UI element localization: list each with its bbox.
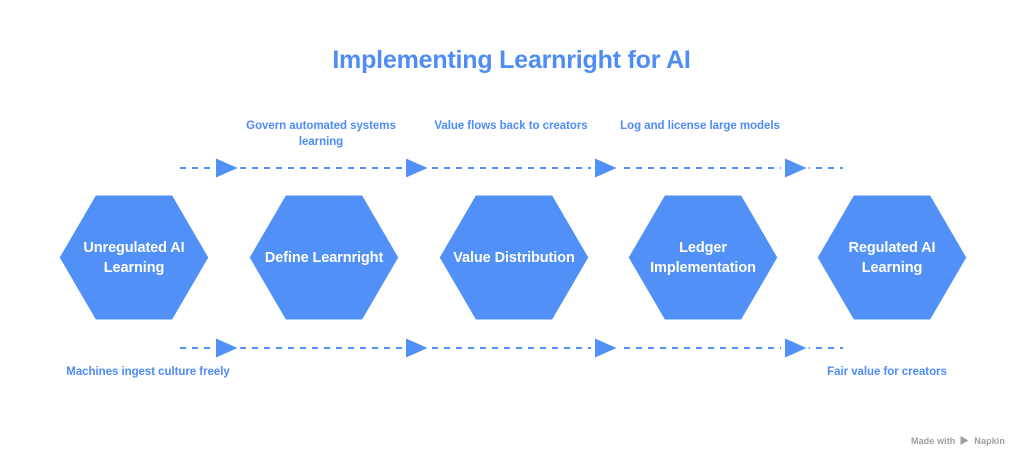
top-arrowhead-4	[781, 155, 810, 181]
hexagon-shape	[436, 192, 592, 323]
node-regulated-ai-learning[interactable]: Regulated AI Learning	[814, 192, 970, 323]
node-define-learnright[interactable]: Define Learnright	[246, 192, 402, 323]
page-title: Implementing Learnright for AI	[332, 46, 691, 74]
node-value-distribution[interactable]: Value Distribution	[436, 192, 592, 323]
edge-caption-machines-ingest: Machines ingest culture freely	[66, 366, 230, 378]
top-arrowhead-1	[212, 155, 241, 181]
hexagon-shape	[246, 192, 402, 323]
top-arrowhead-2	[402, 155, 431, 181]
bottom-arrowhead-2	[402, 335, 431, 361]
bottom-arrowhead-3	[591, 335, 620, 361]
edge-caption-value-flows-back: Value flows back to creators	[434, 120, 588, 132]
bottom-arrowhead-1	[212, 335, 241, 361]
watermark-prefix: Made with	[910, 435, 956, 446]
top-arrowhead-3	[591, 155, 620, 181]
hexagon-shape	[625, 192, 781, 323]
hexagon-shape	[814, 192, 970, 323]
node-ledger-implementation[interactable]: Ledger Implementation	[625, 192, 781, 323]
napkin-watermark: Made with Napkin	[911, 435, 1005, 446]
bottom-arrowhead-4	[781, 335, 810, 361]
edge-caption-fair-value: Fair value for creators	[827, 366, 947, 378]
hexagon-shape	[56, 192, 212, 323]
watermark-brand: Napkin	[974, 435, 1005, 446]
edge-caption-govern-automated: Govern automated systems learning	[246, 120, 396, 148]
node-unregulated-ai-learning[interactable]: Unregulated AI Learning	[56, 192, 212, 323]
edge-caption-log-and-license: Log and license large models	[620, 120, 780, 132]
play-triangle-icon	[959, 435, 970, 446]
